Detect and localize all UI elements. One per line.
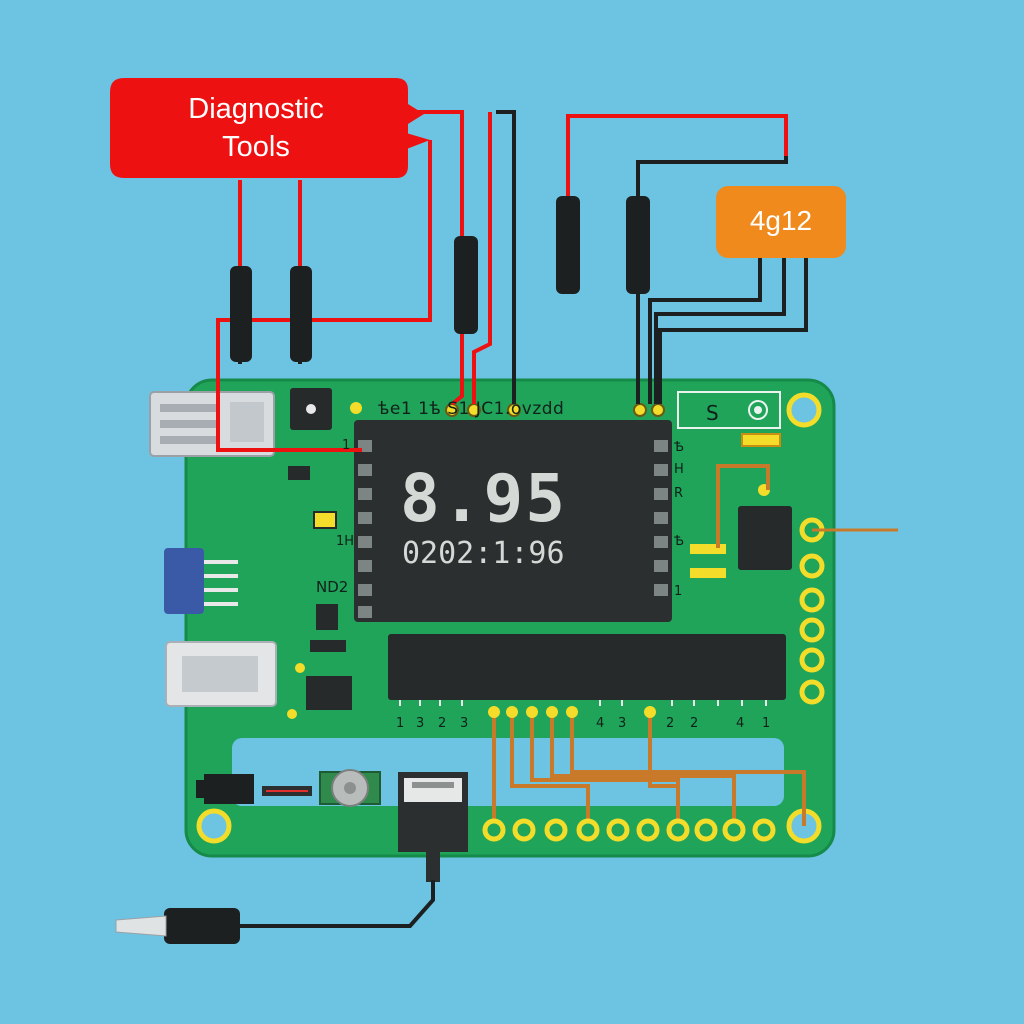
bottom-pin-label: 2 xyxy=(666,716,675,731)
switch-s[interactable] xyxy=(677,391,781,429)
bottom-pin-label: 4 xyxy=(596,716,605,731)
right-pin-label: Ѣ xyxy=(674,534,685,549)
right-chip xyxy=(690,433,792,578)
chip-bottom-pins xyxy=(488,706,656,718)
bottom-pin-label: 1 xyxy=(762,716,771,731)
right-pin-label: R xyxy=(674,486,684,501)
bottom-pad-row xyxy=(482,818,776,842)
usb-port[interactable] xyxy=(149,391,275,457)
module-callout xyxy=(716,186,846,258)
left-pin-label: 1 xyxy=(342,438,351,453)
bottom-pin-label: 4 xyxy=(736,716,745,731)
mounting-holes xyxy=(196,392,822,844)
probe-cable xyxy=(115,880,435,944)
display-time: 0202:1:96 xyxy=(402,536,565,571)
nd2-label: ND2 xyxy=(316,578,349,596)
smd-components xyxy=(287,402,362,719)
right-pin-label: H xyxy=(674,462,684,477)
diagnostic-tools-label: Diagnostic Tools xyxy=(188,93,324,163)
cable-connector[interactable] xyxy=(398,772,468,882)
bottom-pin-label: 3 xyxy=(416,716,425,731)
microcontroller-chip xyxy=(388,634,786,700)
ethernet-port[interactable] xyxy=(165,641,277,707)
power-jack[interactable] xyxy=(196,774,312,804)
bottom-pin-label: 2 xyxy=(690,716,699,731)
right-pad-column xyxy=(799,517,898,705)
display-screen xyxy=(354,420,672,622)
bottom-pin-label: 2 xyxy=(438,716,447,731)
red-wires xyxy=(216,110,788,452)
chip-pin-ticks xyxy=(399,700,767,706)
header-silkscreen: ѣe1 1ѣ S1 JC1.ovzdd xyxy=(378,399,565,419)
wire-connectors xyxy=(230,196,650,362)
copper-traces xyxy=(492,464,806,830)
sensor-chip xyxy=(290,388,332,430)
bottom-pin-label: 3 xyxy=(460,716,469,731)
right-pin-label: Ѣ xyxy=(674,440,685,455)
display-reading: 8.95 xyxy=(400,460,567,537)
diagnostic-tools-callout xyxy=(110,78,430,178)
module-label: 4g12 xyxy=(749,205,813,236)
left-pin-label: 1H xyxy=(336,534,355,549)
bottom-pin-label: 1 xyxy=(396,716,405,731)
buzzer xyxy=(319,769,381,807)
right-pin-label: 1 xyxy=(674,584,683,599)
switch-label: S xyxy=(706,401,719,425)
header-connector-blue[interactable] xyxy=(164,548,238,614)
bottom-pin-label: 3 xyxy=(618,716,627,731)
